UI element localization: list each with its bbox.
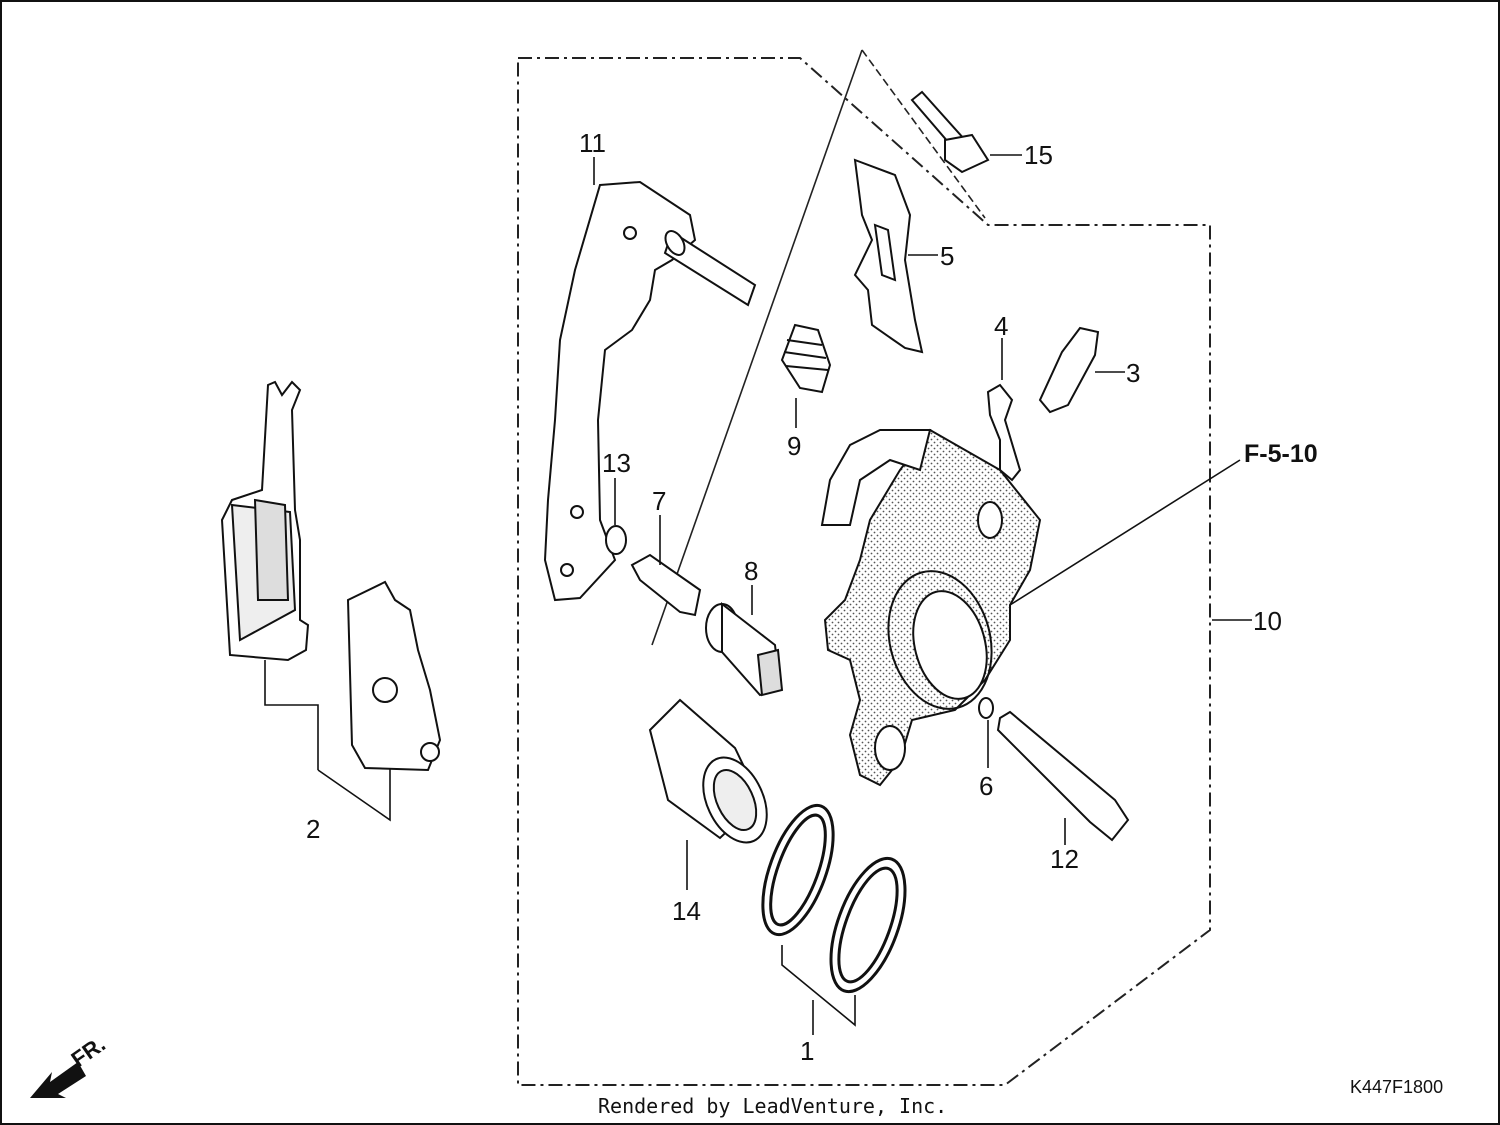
front-arrow-icon (30, 1062, 86, 1098)
reference-label: F-5-10 (1244, 440, 1318, 468)
brake-pad-set[interactable] (220, 380, 442, 772)
callout-1: 1 (800, 1036, 814, 1066)
caliper-piston[interactable] (648, 698, 779, 853)
piston-seal-set[interactable] (748, 797, 920, 1002)
callout-10: 10 (1253, 606, 1282, 636)
callout-15: 15 (1024, 140, 1053, 170)
caliper-bracket[interactable] (543, 180, 757, 602)
pad-spring[interactable] (853, 158, 924, 354)
callout-13: 13 (602, 448, 631, 478)
bleeder-cap[interactable] (986, 383, 1022, 482)
callout-3: 3 (1126, 358, 1140, 388)
callout-14: 14 (672, 896, 701, 926)
callout-9: 9 (787, 431, 801, 461)
credit-text: Rendered by LeadVenture, Inc. (598, 1094, 948, 1118)
bracket-group-boundary (651, 49, 863, 646)
pin-bolt[interactable] (630, 553, 702, 617)
callout-6: 6 (979, 771, 993, 801)
callout-11: 11 (579, 128, 606, 158)
callout-8: 8 (744, 556, 758, 586)
pin-boot[interactable] (780, 323, 832, 394)
sealing-washer[interactable] (605, 525, 627, 555)
leader-lines (264, 154, 1252, 1035)
caliper-body[interactable] (820, 428, 1042, 787)
assembly-boundary (517, 57, 1211, 1086)
callout-7: 7 (652, 486, 666, 516)
callout-12: 12 (1050, 844, 1079, 874)
o-ring-small[interactable] (978, 697, 994, 719)
callout-5: 5 (940, 241, 954, 271)
long-pin[interactable] (996, 710, 1130, 842)
callout-4: 4 (994, 311, 1008, 341)
mounting-bolt[interactable] (910, 90, 990, 174)
bolt-group-boundary (861, 49, 986, 219)
callout-2: 2 (306, 814, 320, 844)
bleeder-valve[interactable] (1038, 326, 1100, 414)
diagram-code: K447F1800 (1350, 1077, 1443, 1097)
caliper-pin[interactable] (705, 601, 784, 697)
